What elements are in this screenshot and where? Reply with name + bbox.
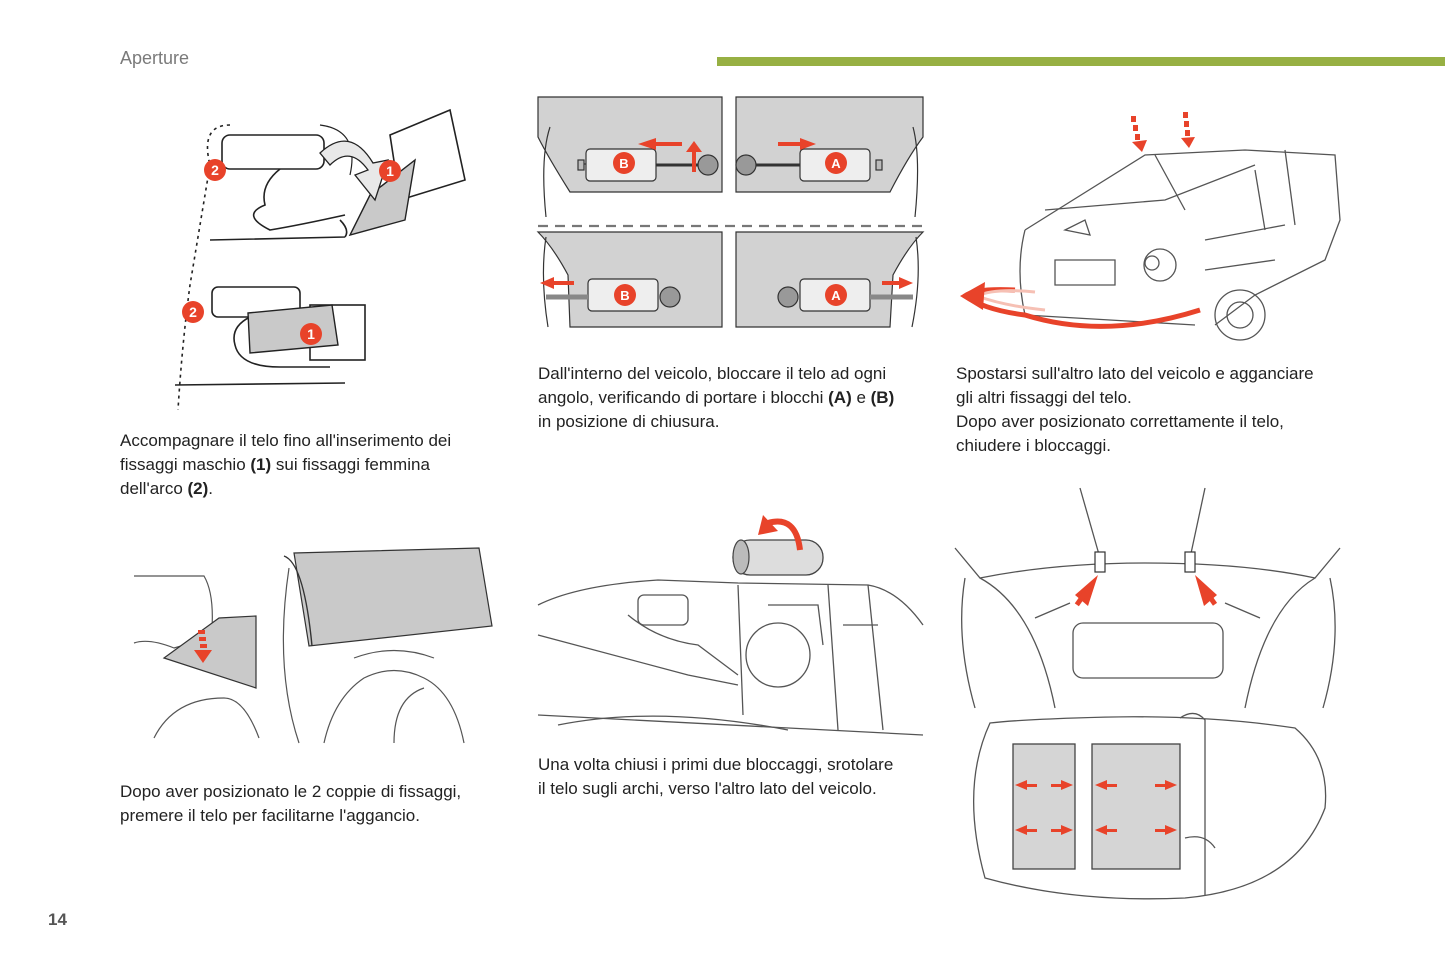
figure-car-other-side <box>960 112 1341 341</box>
caption-line: Dall'interno del veicolo, bloccare il te… <box>538 364 887 383</box>
caption-text: sui fissaggi femmina <box>271 455 430 474</box>
caption-line: dell'arco (2). <box>120 477 500 501</box>
callout-badge-1-lower: 1 <box>300 323 322 345</box>
caption-text: angolo, verificando di portare i blocchi <box>538 388 829 407</box>
caption-line: Una volta chiusi i primi due bloccaggi, … <box>538 755 894 774</box>
figure-arches-top-view <box>954 487 1341 900</box>
callout-1-label: 1 <box>386 163 394 179</box>
caption-ref-a: (A) <box>828 388 852 407</box>
page-number: 14 <box>48 910 67 929</box>
caption-line: Spostarsi sull'altro lato del veicolo e … <box>956 364 1314 383</box>
callout-badge-1: 1 <box>379 160 401 182</box>
caption-line: Accompagnare il telo fino all'inseriment… <box>120 431 452 450</box>
callout-badge-b-top: B <box>613 152 635 174</box>
callout-badge-b-bottom: B <box>614 284 636 306</box>
section-title: Aperture <box>120 48 190 68</box>
callout-2-lower-label: 2 <box>189 304 197 320</box>
caption-line: il telo sugli archi, verso l'altro lato … <box>538 779 877 798</box>
caption-line: Dopo aver posizionato le 2 coppie di fis… <box>120 782 462 801</box>
callout-b-top-label: B <box>619 156 628 171</box>
caption-text: e <box>851 388 871 407</box>
figure-press-canvas <box>133 547 493 744</box>
callout-1-lower-label: 1 <box>307 326 315 342</box>
callout-badge-a-top: A <box>825 152 847 174</box>
callout-a-top-label: A <box>831 156 841 171</box>
caption-line: in posizione di chiusura. <box>538 412 720 431</box>
caption-step-unroll: Una volta chiusi i primi due bloccaggi, … <box>538 753 938 801</box>
caption-step-lock-blocks: Dall'interno del veicolo, bloccare il te… <box>538 362 933 434</box>
caption-ref-b: (B) <box>870 388 895 407</box>
figure-fastener-insertion: 1 2 1 2 <box>174 108 466 411</box>
callout-b-bottom-label: B <box>620 288 629 303</box>
caption-step-insert-fasteners: Accompagnare il telo fino all'inseriment… <box>120 429 500 501</box>
section-accent-bar <box>717 57 1445 66</box>
callout-badge-2-lower: 2 <box>182 301 204 323</box>
caption-ref-2: (2) <box>187 479 209 498</box>
caption-line: Dopo aver posizionato correttamente il t… <box>956 412 1284 431</box>
caption-ref-1: (1) <box>250 455 272 474</box>
caption-text: fissaggi maschio <box>120 455 251 474</box>
caption-line: angolo, verificando di portare i blocchi… <box>538 386 933 410</box>
figure-locking-blocks: B A B A <box>536 96 925 328</box>
callout-badge-a-bottom: A <box>825 284 847 306</box>
caption-line: premere il telo per facilitarne l'agganc… <box>120 806 420 825</box>
caption-line: gli altri fissaggi del telo. <box>956 388 1132 407</box>
caption-text: dell'arco <box>120 479 188 498</box>
figure-unroll-canvas <box>537 515 924 736</box>
caption-text: . <box>208 479 214 498</box>
callout-badge-2: 2 <box>204 159 226 181</box>
caption-step-press-canvas: Dopo aver posizionato le 2 coppie di fis… <box>120 780 510 828</box>
callout-2-label: 2 <box>211 162 219 178</box>
caption-step-other-side: Spostarsi sull'altro lato del veicolo e … <box>956 362 1356 458</box>
caption-line: chiudere i bloccaggi. <box>956 436 1111 455</box>
callout-a-bottom-label: A <box>831 288 841 303</box>
caption-line: fissaggi maschio (1) sui fissaggi femmin… <box>120 453 500 477</box>
